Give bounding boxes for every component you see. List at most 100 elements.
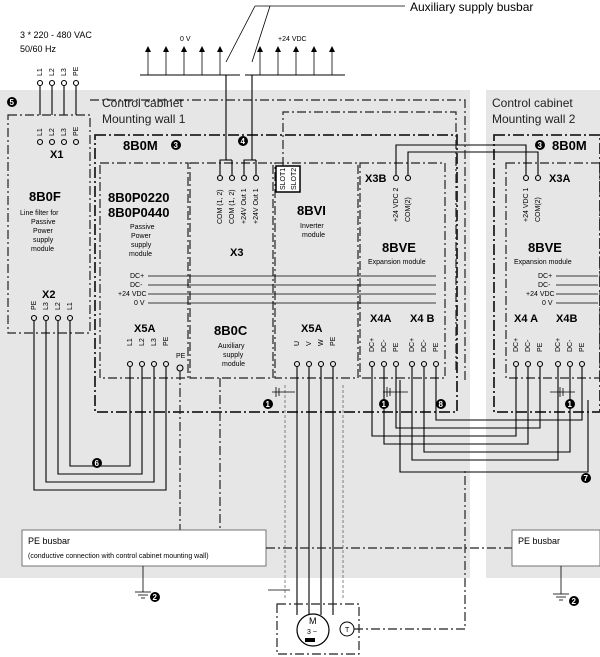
wall2-line2: Mounting wall 2: [492, 112, 576, 126]
svg-text:3: 3: [538, 141, 543, 150]
earth-symbol-2: 2: [553, 566, 579, 606]
filter-wire-1: [33, 321, 167, 491]
svg-text:L1: L1: [37, 68, 44, 76]
svg-text:PE: PE: [73, 66, 80, 76]
dc-wire-6: [435, 367, 583, 421]
callout-4: 4: [238, 136, 248, 146]
slot1-label: SLOT1: [280, 168, 287, 190]
callout-3: 3: [171, 140, 181, 150]
module-8b0m-wall2-box: [493, 134, 600, 413]
pe-busbar-2: [511, 529, 600, 567]
module-8b0p-title1: 8B0P0220: [108, 190, 169, 205]
svg-text:X3B: X3B: [365, 173, 386, 185]
svg-text:L3: L3: [151, 338, 158, 346]
pe-busbar-1-desc: (conductive connection with control cabi…: [28, 553, 209, 560]
module-8b0p-desc4: module: [129, 251, 152, 258]
module-8b0f-desc1: Line filter for: [20, 210, 59, 217]
callout-5: 5: [7, 97, 17, 107]
callout-8: 8: [436, 399, 446, 409]
svg-text:L3: L3: [43, 302, 50, 310]
svg-text:DC-: DC-: [381, 339, 388, 352]
x3-connector: COM (1, 2) COM (1, 2) +24V Out 1 +24V Ou…: [216, 174, 260, 259]
aux-leader-plus: [251, 5, 271, 63]
svg-text:PE: PE: [31, 300, 38, 310]
svg-text:X5A: X5A: [134, 323, 155, 335]
svg-text:3: 3: [174, 141, 179, 150]
aux-plus-wire: [243, 75, 253, 175]
svg-text:+24V Out 1: +24V Out 1: [253, 188, 260, 224]
module-8bve-wall2-box: [505, 162, 600, 379]
svg-text:2: 2: [572, 597, 577, 606]
module-8bve-box: [359, 162, 446, 379]
module-8b0m-title: 8B0M: [123, 138, 158, 153]
svg-text:X3: X3: [230, 247, 243, 259]
x3b-x3a-wire-2: [407, 151, 539, 175]
x3b-x3a-wire-1: [395, 144, 527, 175]
aux-busbar-title: Auxiliary supply busbar: [410, 0, 533, 14]
svg-text:L1: L1: [67, 302, 74, 310]
module-8b0p-desc3: supply: [131, 242, 152, 249]
temp-sensor-label: T: [345, 627, 350, 634]
svg-text:L2: L2: [55, 302, 62, 310]
svg-text:DC-: DC-: [130, 282, 143, 289]
aux-zero-label: 0 V: [180, 36, 191, 43]
svg-text:+24 VDC 2: +24 VDC 2: [393, 187, 400, 222]
ground-mark-dc: 1: [379, 387, 408, 409]
svg-text:DC-: DC-: [538, 282, 551, 289]
module-8b0c-title: 8B0C: [214, 323, 248, 338]
module-8b0f-desc3: Power: [33, 228, 54, 235]
svg-text:DC+: DC+: [538, 273, 552, 280]
svg-text:8: 8: [439, 400, 444, 409]
x3a-connector: X3A +24 VDC 1 COM(2): [522, 173, 570, 222]
filter-wire-3: [57, 321, 143, 475]
svg-text:7: 7: [584, 474, 589, 483]
slot-box: [275, 165, 301, 193]
dc-wire-4: [371, 367, 517, 437]
svg-text:1: 1: [382, 400, 387, 409]
module-8b0p-box: [99, 162, 189, 379]
filter-wire-2: [45, 321, 155, 483]
svg-text:DC+: DC+: [555, 338, 562, 352]
svg-text:PE: PE: [176, 353, 186, 360]
callout-6: 6: [92, 458, 102, 468]
svg-text:DC-: DC-: [567, 339, 574, 352]
svg-text:+24 VDC: +24 VDC: [118, 291, 147, 298]
module-8b0f-box: [7, 114, 91, 334]
svg-text:L1: L1: [127, 338, 134, 346]
ground-mark-motor: 1: [263, 387, 295, 409]
x2-connector: X2 PE L3 L2 L1: [30, 289, 74, 322]
motor-phase: 3 ~: [307, 629, 317, 636]
svg-text:X4 A: X4 A: [514, 313, 538, 325]
dc-wire-1: [411, 367, 559, 461]
supply-voltage: 3 * 220 - 480 VAC: [20, 30, 92, 40]
module-8bvi-desc2: module: [302, 232, 325, 239]
mounting-wall-1-panel: [0, 90, 470, 578]
callout-3-wall2: 3: [535, 140, 545, 150]
svg-text:X3A: X3A: [549, 173, 570, 185]
svg-text:+24V Out 1: +24V Out 1: [241, 188, 248, 224]
pe-busbar-1: [21, 529, 267, 567]
module-8b0m-box: [94, 134, 458, 413]
svg-text:5: 5: [10, 98, 15, 107]
wall1-line1: Control cabinet: [102, 96, 183, 110]
svg-text:DC-: DC-: [421, 339, 428, 352]
module-8bvi-title: 8BVI: [297, 203, 326, 218]
svg-text:1: 1: [568, 400, 573, 409]
svg-text:4: 4: [241, 137, 246, 146]
dc-return-wire: [399, 380, 589, 473]
svg-text:DC+: DC+: [513, 338, 520, 352]
module-8b0f-title: 8B0F: [29, 189, 61, 204]
aux-busbar-arrowheads: [145, 46, 335, 52]
svg-text:L2: L2: [49, 128, 56, 136]
aux-zero-wire: [219, 75, 227, 175]
supply-frequency: 50/60 Hz: [20, 44, 57, 54]
motor-m: M: [309, 616, 317, 626]
module-8b0f-desc2: Passive: [31, 219, 56, 226]
module-8bvi-desc1: Inverter: [300, 223, 324, 230]
svg-text:V: V: [306, 341, 313, 346]
temp-sensor-wire: [354, 470, 466, 630]
svg-text:PE: PE: [537, 342, 544, 352]
module-8bve-wall2-desc: Expansion module: [514, 259, 572, 266]
x1-connector: L1 L2 L3 PE X1: [36, 126, 80, 161]
